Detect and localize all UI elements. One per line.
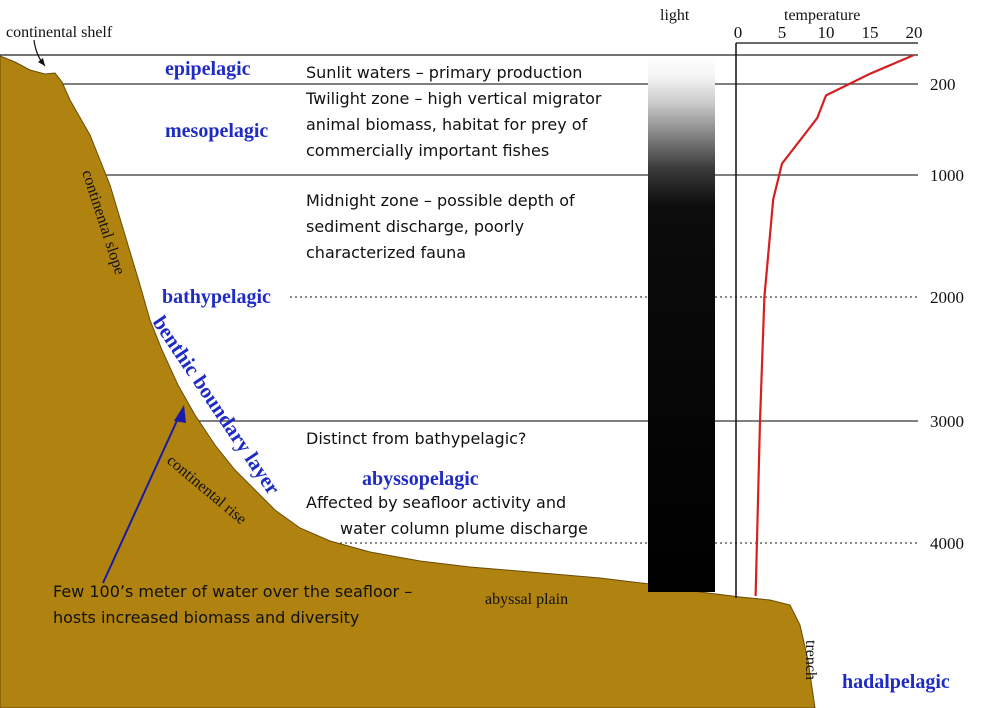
temperature-tick-label: 0: [734, 23, 743, 42]
zone-hadalpelagic: hadalpelagic: [842, 671, 950, 693]
label-abyssal-plain: abyssal plain: [485, 591, 568, 608]
desc-distinct: Distinct from bathypelagic?: [306, 429, 526, 448]
desc-bbl-note-1: Few 100’s meter of water over the seaflo…: [53, 582, 412, 601]
depth-tick-label: 1000: [930, 166, 964, 185]
depth-tick-label: 4000: [930, 534, 964, 553]
depth-ticks: 200 1000 2000 3000 4000: [930, 75, 964, 553]
desc-bbl-note-2: hosts increased biomass and diversity: [53, 608, 359, 627]
desc-midnight-2: sediment discharge, poorly: [306, 217, 524, 236]
zone-abyssopelagic: abyssopelagic: [362, 468, 479, 490]
temperature-ticks: 0 5 10 15 20: [734, 23, 923, 42]
depth-tick-label: 2000: [930, 288, 964, 307]
temperature-label: temperature: [784, 7, 860, 24]
temperature-tick-label: 5: [778, 23, 787, 42]
bbl-arrowhead: [174, 405, 186, 423]
temperature-tick-label: 15: [862, 23, 879, 42]
desc-affected-2: water column plume discharge: [340, 519, 588, 538]
desc-sunlit: Sunlit waters – primary production: [306, 63, 582, 82]
zone-mesopelagic: mesopelagic: [165, 120, 268, 142]
zone-bathypelagic: bathypelagic: [162, 286, 271, 308]
temperature-tick-label: 20: [906, 23, 923, 42]
label-continental-shelf: continental shelf: [6, 24, 113, 41]
bbl-arrow-line: [102, 413, 181, 584]
desc-midnight-1: Midnight zone – possible depth of: [306, 191, 575, 210]
temperature-panel: temperature 0 5 10 15 20 200 1000 2000 3000 4000: [734, 7, 964, 598]
light-gradient-bar: [648, 56, 715, 592]
depth-tick-label: 200: [930, 75, 956, 94]
shelf-pointer-arrowhead: [38, 58, 45, 66]
desc-twilight-1: Twilight zone – high vertical migrator: [305, 89, 602, 108]
temperature-tick-label: 10: [818, 23, 835, 42]
desc-twilight-2: animal biomass, habitat for prey of: [306, 115, 588, 134]
desc-twilight-3: commercially important fishes: [306, 141, 549, 160]
desc-midnight-3: characterized fauna: [306, 243, 466, 262]
temperature-profile-line: [754, 53, 915, 597]
depth-tick-label: 3000: [930, 412, 964, 431]
light-label: light: [660, 7, 690, 24]
seafloor-profile: [0, 55, 816, 708]
label-trench: trench: [802, 640, 819, 680]
desc-affected-1: Affected by seafloor activity and: [306, 493, 566, 512]
zone-epipelagic: epipelagic: [165, 58, 251, 80]
